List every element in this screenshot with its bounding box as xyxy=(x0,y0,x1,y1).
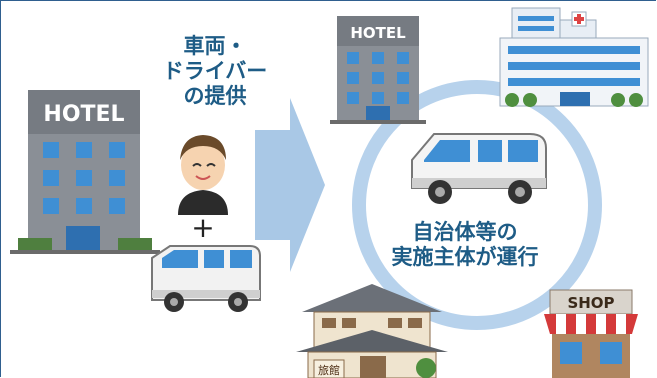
flow-arrow xyxy=(255,98,325,272)
van-small-illustration xyxy=(151,245,261,312)
hotel-top-sign: HOTEL xyxy=(350,24,406,42)
operation-circle xyxy=(352,80,602,330)
shop-illustration: SHOP xyxy=(544,289,638,378)
provider-text-line2: ドライバー xyxy=(162,59,268,84)
provider-text: 車両・ ドライバー の提供 xyxy=(140,34,290,110)
ryokan-illustration: 旅館 xyxy=(296,284,448,378)
hospital-illustration xyxy=(499,7,649,107)
van-center-illustration xyxy=(411,133,547,204)
hotel-left-illustration: HOTEL xyxy=(10,90,160,254)
provider-text-line1: 車両・ xyxy=(183,34,247,58)
hotel-top-illustration: HOTEL xyxy=(330,16,426,124)
driver-illustration xyxy=(178,135,228,215)
operator-text-line1: 自治体等の xyxy=(412,220,518,244)
plus-sign: + xyxy=(191,211,215,244)
shop-sign: SHOP xyxy=(567,294,614,312)
operator-text: 自治体等の 実施主体が運行 xyxy=(370,220,560,270)
provider-text-line3: の提供 xyxy=(183,84,247,109)
hotel-left-sign: HOTEL xyxy=(43,102,124,127)
operator-text-line2: 実施主体が運行 xyxy=(391,245,539,270)
ryokan-sign: 旅館 xyxy=(318,363,340,377)
